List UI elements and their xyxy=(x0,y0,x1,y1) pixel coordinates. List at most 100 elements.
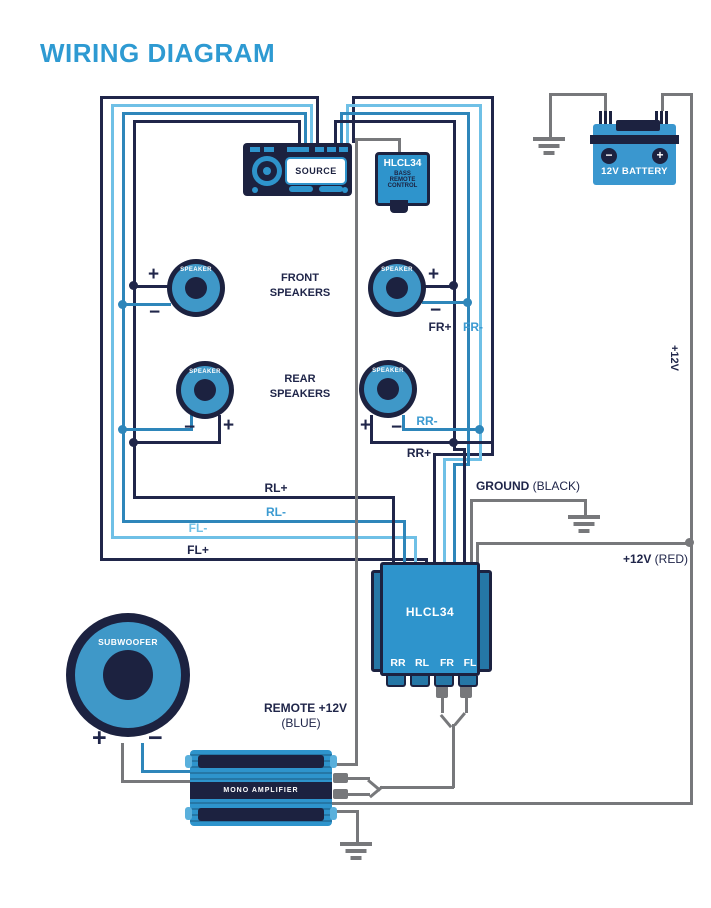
junction-fr-plus xyxy=(449,281,458,290)
label-fl-plus: FL+ xyxy=(187,543,209,557)
wire-sub-plus xyxy=(121,743,124,783)
junction-rl-minus xyxy=(118,425,127,434)
wire-fr-minus xyxy=(453,463,470,466)
source-knob xyxy=(263,167,271,175)
page-title: WIRING DIAGRAM xyxy=(40,38,276,68)
amplifier-band xyxy=(198,808,324,821)
label-fl-minus: FL- xyxy=(188,521,208,535)
converter-tab xyxy=(458,676,478,687)
bass-remote-connector xyxy=(390,200,408,213)
wire-converter-ground xyxy=(470,499,473,564)
wire-fl-plus xyxy=(100,558,428,561)
wire-sub-minus xyxy=(141,743,144,773)
speaker-label: SPEAKER xyxy=(372,368,404,374)
lead-front-right-plus xyxy=(422,285,456,288)
rca-cable xyxy=(441,698,444,713)
rca-plug xyxy=(333,773,348,783)
wire-12v-feed xyxy=(690,93,693,805)
battery-label: 12V BATTERY xyxy=(601,166,668,177)
wire-rr-plus xyxy=(352,96,355,143)
amplifier-label: MONO AMPLIFIER xyxy=(223,787,299,794)
bass-remote-label: BASS xyxy=(394,171,411,177)
amplifier-tab xyxy=(185,755,192,768)
converter-tab xyxy=(386,676,406,687)
lead-rear-left-minus xyxy=(122,428,193,431)
speaker-cone xyxy=(377,378,399,400)
lead-front-left-minus xyxy=(122,303,171,306)
rca-cable xyxy=(452,724,455,788)
bass-remote-label: REMOTE xyxy=(389,177,416,183)
lead-rear-right-plus xyxy=(370,441,494,444)
speaker-cone xyxy=(194,379,216,401)
wire-amp-ground xyxy=(356,810,359,842)
ground-symbol-amp xyxy=(340,842,372,860)
amplifier-tab xyxy=(330,755,337,768)
wire-rl-minus xyxy=(304,112,307,143)
label-power-note: (RED) xyxy=(654,552,688,566)
wire-battery-negative xyxy=(604,93,607,114)
wire-fl-minus xyxy=(111,104,313,107)
bass-remote-control: HLCL34 BASS REMOTE CONTROL xyxy=(375,152,430,206)
junction-rl-plus xyxy=(129,438,138,447)
wire-converter-ground xyxy=(470,499,587,502)
lead-rear-right-minus xyxy=(402,428,482,431)
wire-rr-plus xyxy=(352,96,494,99)
rca-cable xyxy=(348,793,370,796)
wire-fr-plus xyxy=(453,448,466,451)
wire-converter-power xyxy=(476,542,690,545)
wire-fl-minus xyxy=(111,104,114,539)
speaker-front-left: SPEAKER xyxy=(167,259,225,317)
wire-remote xyxy=(398,138,401,154)
source-button xyxy=(289,186,313,192)
source-button xyxy=(252,187,258,193)
label-rr-minus: RR- xyxy=(416,414,438,428)
speaker-label: SPEAKER xyxy=(381,267,413,273)
subwoofer: SUBWOOFER xyxy=(66,613,190,737)
junction-rr-plus xyxy=(449,438,458,447)
front-speakers-label: FRONT SPEAKERS xyxy=(269,272,331,299)
source-button xyxy=(342,187,348,193)
wire-rl-plus xyxy=(133,120,136,499)
wire-battery-positive xyxy=(661,93,664,114)
wire-fr-minus xyxy=(467,112,470,466)
source-display: SOURCE xyxy=(285,157,347,185)
wire-rl-plus xyxy=(298,120,301,143)
wire-battery-negative xyxy=(549,93,607,96)
lead-front-left-plus xyxy=(133,285,171,288)
battery-top-slab xyxy=(616,120,660,131)
label-rl-plus: RL+ xyxy=(264,481,288,495)
battery-minus-terminal: − xyxy=(601,148,617,164)
label-rr-plus: RR+ xyxy=(406,446,432,460)
lead-rear-right-plus xyxy=(370,415,373,444)
front-left-plus-sign: + xyxy=(148,264,160,285)
label-power-main: +12V xyxy=(622,552,652,566)
rear-left-minus-sign: − xyxy=(184,417,196,438)
wire-sub-plus xyxy=(121,780,191,783)
bass-remote-model: HLCL34 xyxy=(383,158,422,169)
rca-cable xyxy=(465,698,468,713)
converter: HLCL34 RR RL FR FL xyxy=(380,562,480,676)
source-button xyxy=(315,147,324,152)
junction-fl-minus xyxy=(118,300,127,309)
converter-channel-fl: FL xyxy=(463,657,477,669)
subwoofer-cone xyxy=(103,650,153,700)
source-button xyxy=(339,147,348,152)
rear-speakers-label: REAR SPEAKERS xyxy=(269,373,331,400)
wire-rr-minus xyxy=(346,104,349,143)
wire-rr-plus xyxy=(433,453,436,566)
subwoofer-label: SUBWOOFER xyxy=(98,637,158,647)
wire-rl-minus xyxy=(122,112,307,115)
rca-cable xyxy=(380,786,454,789)
wire-fr-plus xyxy=(463,448,466,566)
wire-fr-minus xyxy=(340,112,343,143)
wire-fl-minus xyxy=(414,536,417,566)
rca-cable xyxy=(348,777,370,780)
label-power: +12V (RED) xyxy=(540,552,688,566)
converter-channel-fr: FR xyxy=(440,657,454,669)
rca-cable xyxy=(439,714,453,729)
speaker-label: SPEAKER xyxy=(180,267,212,273)
ground-symbol-converter xyxy=(568,515,600,533)
amplifier-band xyxy=(198,755,324,768)
label-12v-feed: +12V xyxy=(668,345,680,371)
wire-rr-minus xyxy=(443,458,482,461)
